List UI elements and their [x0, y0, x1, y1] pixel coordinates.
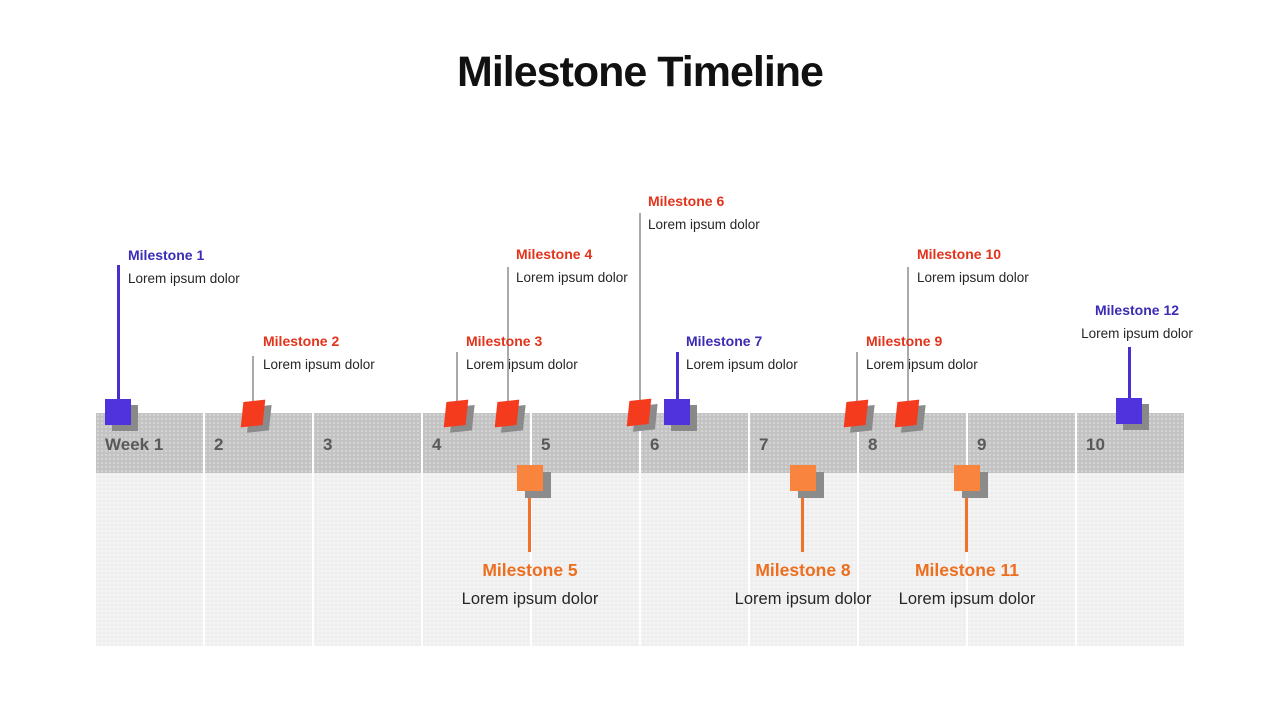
milestone-subtitle: Lorem ipsum dolor: [128, 271, 240, 286]
week-label: Week 1: [105, 435, 164, 454]
milestone-9-label: Milestone 9 Lorem ipsum dolor: [866, 333, 978, 373]
week-label: 4: [432, 435, 442, 454]
week-label: 10: [1086, 435, 1105, 454]
milestone-title: Milestone 1: [128, 247, 205, 263]
week-label: 2: [214, 435, 224, 454]
milestone-title: Milestone 10: [917, 246, 1002, 262]
page-title: Milestone Timeline: [457, 48, 824, 96]
milestone-7-label: Milestone 7 Lorem ipsum dolor: [686, 333, 798, 373]
milestone-6-label: Milestone 6 Lorem ipsum dolor: [648, 193, 760, 233]
milestone-title: Milestone 7: [686, 333, 763, 349]
milestone-subtitle: Lorem ipsum dolor: [898, 590, 1036, 608]
milestone-subtitle: Lorem ipsum dolor: [686, 357, 798, 372]
week-cell-4: 4: [421, 413, 530, 473]
milestone-8-label: Milestone 8 Lorem ipsum dolor: [713, 561, 893, 609]
milestone-12-label: Milestone 12 Lorem ipsum dolor: [1047, 302, 1227, 342]
milestone-3-connector: [456, 352, 458, 406]
milestone-subtitle: Lorem ipsum dolor: [516, 270, 628, 285]
milestone-9-connector: [856, 352, 858, 406]
milestone-3-label: Milestone 3 Lorem ipsum dolor: [466, 333, 578, 373]
milestone-title: Milestone 11: [914, 560, 1020, 580]
milestone-10-label: Milestone 10 Lorem ipsum dolor: [917, 246, 1029, 286]
week-label: 8: [868, 435, 878, 454]
week-cell-2: 2: [203, 413, 312, 473]
milestone-3-marker: [443, 399, 469, 428]
week-cell-8: 8: [857, 413, 966, 473]
milestone-subtitle: Lorem ipsum dolor: [466, 357, 578, 372]
milestone-11-connector: [965, 490, 968, 552]
week-label: 5: [541, 435, 551, 454]
milestone-2-label: Milestone 2 Lorem ipsum dolor: [263, 333, 375, 373]
milestone-11-marker: [954, 465, 980, 491]
milestone-title: Milestone 6: [648, 193, 725, 209]
milestone-9-marker: [843, 399, 869, 428]
milestone-12-connector: [1128, 347, 1131, 401]
milestone-5-label: Milestone 5 Lorem ipsum dolor: [440, 561, 620, 609]
milestone-1-label: Milestone 1 Lorem ipsum dolor: [128, 247, 240, 287]
week-cell-6: 6: [639, 413, 748, 473]
milestone-10-connector: [907, 267, 909, 406]
week-label: 3: [323, 435, 333, 454]
lower-cell: [203, 473, 312, 646]
week-label: 9: [977, 435, 987, 454]
milestone-title: Milestone 9: [866, 333, 943, 349]
milestone-4-marker: [494, 399, 520, 428]
week-cell-3: 3: [312, 413, 421, 473]
lower-cell: [1075, 473, 1184, 646]
week-label: 6: [650, 435, 660, 454]
lower-cell: [857, 473, 966, 646]
milestone-5-marker: [517, 465, 543, 491]
week-label: 7: [759, 435, 769, 454]
milestone-7-marker: [664, 399, 690, 425]
lower-cell: [530, 473, 639, 646]
milestone-subtitle: Lorem ipsum dolor: [917, 270, 1029, 285]
lower-cell: [312, 473, 421, 646]
milestone-7-connector: [676, 352, 679, 404]
lower-cell: [96, 473, 203, 646]
milestone-title: Milestone 2: [263, 333, 340, 349]
lower-cell: [639, 473, 748, 646]
milestone-1-connector: [117, 265, 120, 405]
milestone-title: Milestone 3: [466, 333, 543, 349]
milestone-10-marker: [894, 399, 920, 428]
timeline-lower-band: [96, 473, 1184, 646]
lower-cell: [966, 473, 1075, 646]
week-cell-1: Week 1: [96, 413, 203, 473]
milestone-subtitle: Lorem ipsum dolor: [734, 590, 872, 608]
week-cell-9: 9: [966, 413, 1075, 473]
milestone-4-connector: [507, 267, 509, 406]
milestone-title: Milestone 8: [755, 560, 851, 580]
milestone-8-connector: [801, 490, 804, 552]
milestone-8-marker: [790, 465, 816, 491]
week-cell-7: 7: [748, 413, 857, 473]
milestone-subtitle: Lorem ipsum dolor: [1081, 326, 1193, 341]
milestone-6-marker: [626, 398, 652, 427]
week-cell-5: 5: [530, 413, 639, 473]
milestone-title: Milestone 12: [1094, 302, 1180, 318]
milestone-12-marker: [1116, 398, 1142, 424]
week-cell-10: 10: [1075, 413, 1184, 473]
milestone-subtitle: Lorem ipsum dolor: [866, 357, 978, 372]
milestone-4-label: Milestone 4 Lorem ipsum dolor: [516, 246, 628, 286]
milestone-6-connector: [639, 213, 641, 405]
milestone-5-connector: [528, 490, 531, 552]
milestone-title: Milestone 4: [516, 246, 593, 262]
lower-cell: [748, 473, 857, 646]
milestone-subtitle: Lorem ipsum dolor: [461, 590, 599, 608]
milestone-2-marker: [240, 399, 266, 428]
milestone-1-marker: [105, 399, 131, 425]
lower-cell: [421, 473, 530, 646]
milestone-11-label: Milestone 11 Lorem ipsum dolor: [877, 561, 1057, 609]
milestone-subtitle: Lorem ipsum dolor: [263, 357, 375, 372]
milestone-2-connector: [252, 356, 254, 406]
milestone-subtitle: Lorem ipsum dolor: [648, 217, 760, 232]
milestone-title: Milestone 5: [482, 560, 578, 580]
